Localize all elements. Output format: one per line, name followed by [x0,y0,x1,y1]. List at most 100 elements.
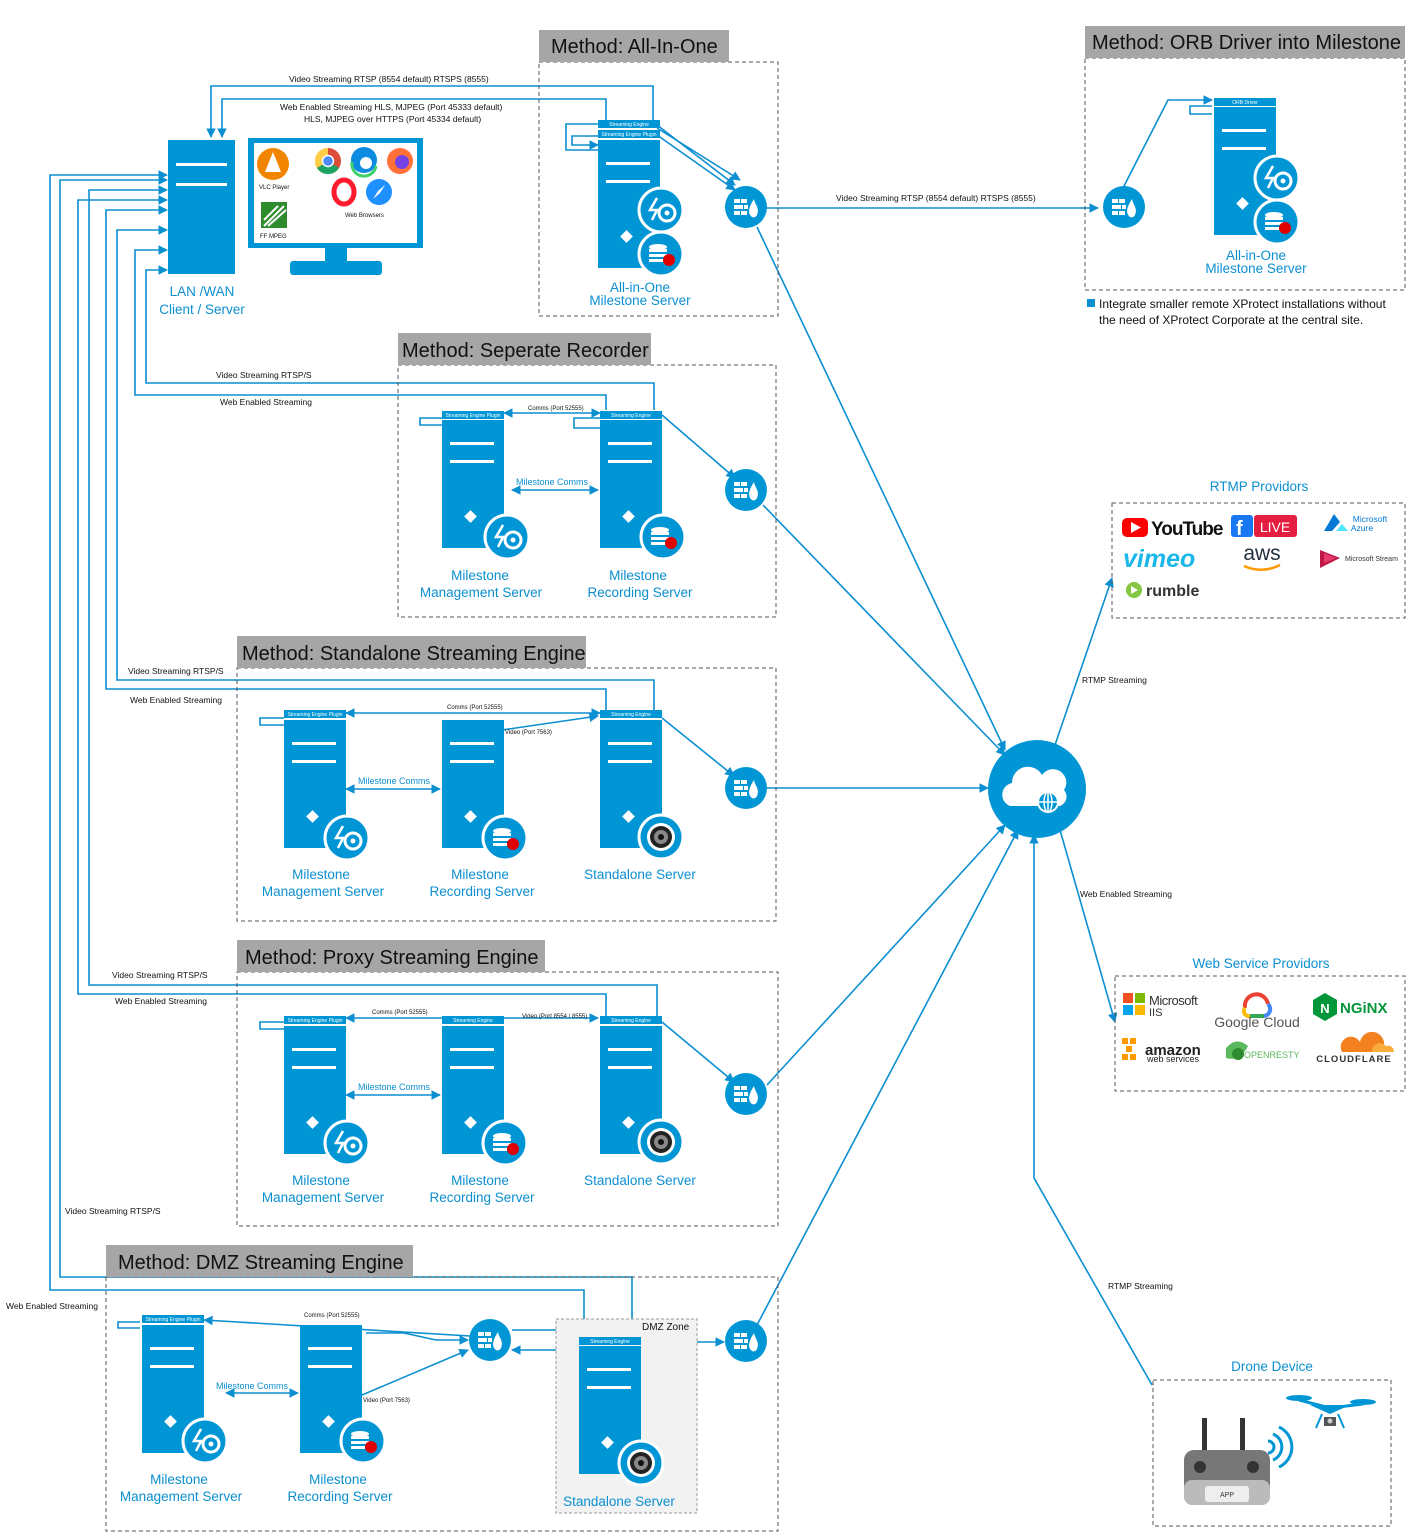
drone-device: Drone Device APP [1152,1359,1392,1527]
dmz-standalone-server: Streaming Engine Standalone Server [563,1337,675,1509]
text-label: Recording Server [587,585,693,600]
text-label: Streaming Engine [590,1339,630,1345]
opera-icon [331,177,357,207]
tab-streaming-engine: Streaming Engine [609,122,649,128]
safari-icon [366,179,392,205]
text-label: Streaming Engine Plugin [445,413,500,419]
client-area: LAN /WAN Client / Server VLC Player FF M… [159,138,423,317]
svg-text:N: N [1320,1001,1329,1016]
client-title-line1: LAN /WAN [170,284,235,299]
text-label: Management Server [262,1190,385,1205]
firewall-icon [1103,186,1145,228]
azure-logo: Microsoft Azure [1324,514,1388,533]
microsoft-iis-logo: Microsoft IIS [1123,993,1199,1019]
text-label: Milestone [451,1173,509,1188]
chrome-icon [314,147,341,175]
all-in-one-server: Streaming Engine Streaming Engine Plugin… [589,120,691,308]
text-label: Video (Port 7563) [363,1398,410,1404]
text-label: Standalone Server [584,867,696,882]
text-label: Drone Device [1231,1359,1313,1374]
text-label: Microsoft [1353,514,1388,524]
drone-icon [1286,1395,1376,1429]
text-label: Streaming Engine [611,413,651,419]
text-label: Milestone [292,1173,350,1188]
method-title: Method: ORB Driver into Milestone [1092,32,1401,54]
dmz-management-server: Streaming Engine Plugin Milestone Manage… [120,1315,243,1504]
sa-management-server: Streaming Engine Plugin Milestone Manage… [262,710,385,899]
text-label: Milestone [451,568,509,583]
browsers-label: Web Browsers [345,213,384,219]
text-label: Management Server [420,585,543,600]
orb-note-line2: the need of XProtect Corporate at the ce… [1099,313,1363,327]
text-label: Streaming Engine Plugin [145,1317,200,1323]
text-label: Milestone [292,867,350,882]
text-label: aws [1243,542,1280,565]
dmz-recording-server: Milestone Recording Server [287,1325,393,1504]
text-label: Video Streaming RTSP/S [112,970,208,980]
google-cloud-logo: Google Cloud [1214,992,1300,1030]
method-title: Method: DMZ Streaming Engine [118,1252,404,1274]
text-label: Streaming Engine Plugin [287,1018,342,1024]
text-label: Milestone Comms [358,1082,431,1092]
server-label: Milestone Server [589,293,691,308]
web-providers: Web Service Providors Microsoft IIS Goog… [1114,956,1406,1092]
vimeo-logo: vimeo [1123,545,1195,573]
text-label: Web Enabled Streaming [220,397,312,407]
text-label: RTMP Providors [1210,479,1309,494]
text-label: Streaming Engine Plugin [287,712,342,718]
method-orb-driver: Method: ORB Driver into Milestone [1084,26,1406,291]
bullet-icon [1087,299,1095,307]
dmz-zone-label: DMZ Zone [642,1322,690,1333]
controller-icon: APP [1184,1418,1270,1505]
sep-recording-server: Streaming Engine Milestone Recording Ser… [587,411,693,600]
text-label: Video Streaming RTSP/S [216,370,312,380]
method-all-in-one: Method: All-In-One [538,30,779,317]
text-label: Management Server [120,1489,243,1504]
text-label: Video Streaming RTSP/S [128,666,224,676]
text-label: YouTube [1151,519,1223,540]
text-label: Comms (Port 52555) [372,1010,428,1016]
text-label: Azure [1351,523,1373,533]
method-title: Method: Proxy Streaming Engine [245,947,539,969]
text-label: Recording Server [429,884,535,899]
wifi-signal-icon [1267,1425,1294,1469]
method-title: Method: All-In-One [551,36,718,58]
firewall-icon [725,469,767,511]
amazon-web-services-logo: amazon web services [1122,1038,1201,1064]
text-label: Video Streaming RTSP (8554 default) RTSP… [289,74,489,84]
text-label: RTMP Streaming [1108,1281,1173,1291]
firewall-icon [725,1073,767,1115]
text-label: Web Service Providors [1192,956,1329,971]
server-label: Milestone Server [1205,261,1307,276]
server-label: All-in-One [610,280,670,295]
text-label: OPENRESTY [1244,1050,1300,1060]
text-label: Google Cloud [1214,1014,1300,1030]
vlc-icon [257,148,289,180]
text-label: Video Streaming RTSP/S [65,1206,161,1216]
text-label: RTMP Streaming [1082,675,1147,685]
text-label: Standalone Server [584,1173,696,1188]
text-label: Microsoft [1149,993,1198,1008]
text-label: amazon [1145,1042,1201,1059]
text-label: Microsoft Stream [1345,556,1398,563]
ffmpeg-label: FF MPEG [260,234,287,240]
text-label: Streaming Engine [611,712,651,718]
text-label: Comms (Port 52555) [528,406,584,412]
internet-cloud-icon [988,740,1086,838]
openresty-logo: OPENRESTY [1226,1041,1300,1060]
text-label: vimeo [1123,545,1195,573]
text-label: Web Enabled Streaming [6,1301,98,1311]
orb-server: ORB Driver All-in-One Milestone Server [1205,98,1307,276]
cloudflare-logo: CLOUDFLARE [1316,1031,1395,1065]
method-title: Method: Seperate Recorder [402,340,649,362]
text-label: Web Enabled Streaming [130,695,222,705]
rtmp-providers: RTMP Providors YouTube f LIVE Microsoft … [1111,479,1406,619]
text-label: rumble [1146,583,1199,600]
sa-standalone-server: Streaming Engine Standalone Server [584,710,696,882]
px-standalone-server: Streaming Engine Standalone Server [584,1016,696,1188]
nginx-logo: N NGiNX [1313,993,1388,1021]
text-label: Milestone [451,867,509,882]
text-label: Video (Port 8554 / 8555) [522,1014,587,1020]
sa-recording-server: Milestone Recording Server [429,720,535,899]
